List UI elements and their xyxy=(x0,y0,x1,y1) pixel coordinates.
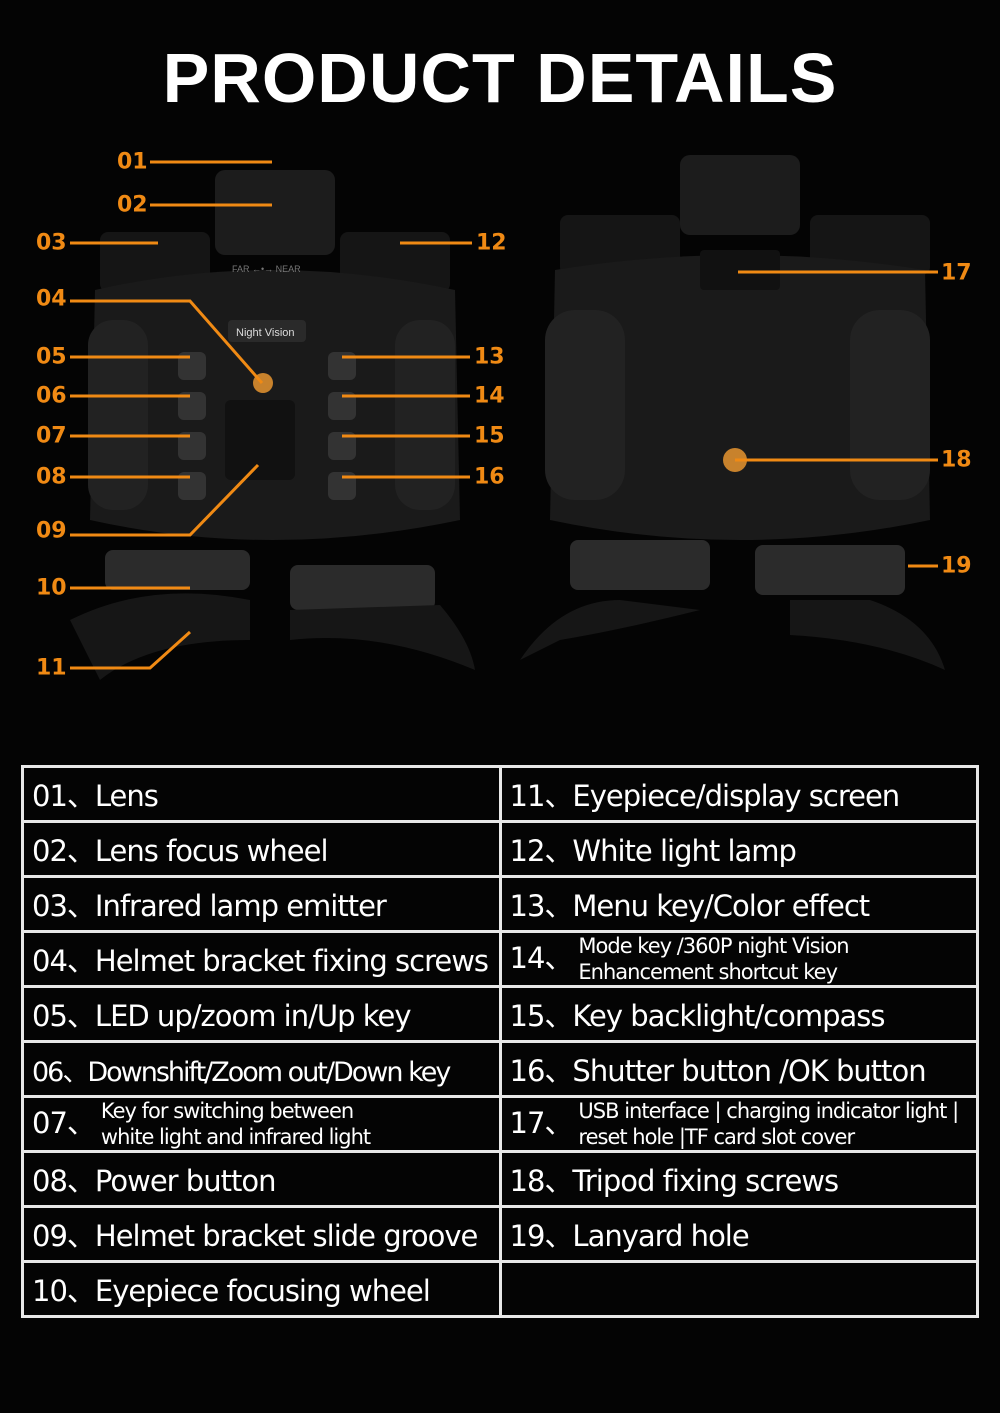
callout-09: 09 xyxy=(36,518,67,544)
callout-lines xyxy=(70,160,938,670)
part-18: 18、Tripod fixing screws xyxy=(498,1150,979,1208)
part-02: 02、Lens focus wheel xyxy=(21,820,502,878)
front-device-image xyxy=(70,170,475,680)
table-row: 05、LED up/zoom in/Up key 15、Key backligh… xyxy=(21,985,979,1043)
table-row: 01、Lens 11、Eyepiece/display screen xyxy=(21,765,979,823)
callout-18: 18 xyxy=(941,447,972,473)
part-03: 03、Infrared lamp emitter xyxy=(21,875,502,933)
callout-07: 07 xyxy=(36,423,67,449)
callout-10: 10 xyxy=(36,575,67,601)
callout-03: 03 xyxy=(36,230,67,256)
part-12: 12、White light lamp xyxy=(498,820,979,878)
callout-14: 14 xyxy=(474,383,505,409)
part-04: 04、Helmet bracket fixing screws xyxy=(21,930,502,988)
callout-15: 15 xyxy=(474,423,505,449)
table-row: 04、Helmet bracket fixing screws 14、Mode … xyxy=(21,930,979,988)
part-06: 06、Downshift/Zoom out/Down key xyxy=(21,1040,502,1098)
part-10: 10、Eyepiece focusing wheel xyxy=(21,1260,502,1318)
part-15: 15、Key backlight/compass xyxy=(498,985,979,1043)
empty-cell xyxy=(498,1260,979,1318)
part-16: 16、Shutter button /OK button xyxy=(498,1040,979,1098)
callout-13: 13 xyxy=(474,344,505,370)
part-09: 09、Helmet bracket slide groove xyxy=(21,1205,502,1263)
callout-17: 17 xyxy=(941,260,972,286)
part-11: 11、Eyepiece/display screen xyxy=(498,765,979,823)
part-08: 08、Power button xyxy=(21,1150,502,1208)
part-05: 05、LED up/zoom in/Up key xyxy=(21,985,502,1043)
table-row: 08、Power button 18、Tripod fixing screws xyxy=(21,1150,979,1208)
part-17: 17、USB interface | charging indicator li… xyxy=(498,1095,979,1153)
table-row: 03、Infrared lamp emitter 13、Menu key/Col… xyxy=(21,875,979,933)
callout-16: 16 xyxy=(474,464,505,490)
part-19: 19、Lanyard hole xyxy=(498,1205,979,1263)
part-01: 01、Lens xyxy=(21,765,502,823)
callout-05: 05 xyxy=(36,344,67,370)
part-13: 13、Menu key/Color effect xyxy=(498,875,979,933)
callout-02: 02 xyxy=(117,192,148,218)
callout-01: 01 xyxy=(117,149,148,175)
parts-table: 01、Lens 11、Eyepiece/display screen 02、Le… xyxy=(21,765,979,1318)
callout-11: 11 xyxy=(36,655,67,681)
page-title: PRODUCT DETAILS xyxy=(162,39,838,117)
back-device-image xyxy=(520,155,945,670)
callout-19: 19 xyxy=(941,553,972,579)
night-vision-label: Night Vision xyxy=(236,327,295,339)
table-row: 09、Helmet bracket slide groove 19、Lanyar… xyxy=(21,1205,979,1263)
callout-04: 04 xyxy=(36,286,67,312)
callout-06: 06 xyxy=(36,383,67,409)
callout-12: 12 xyxy=(476,230,507,256)
table-row: 10、Eyepiece focusing wheel xyxy=(21,1260,979,1318)
table-row: 02、Lens focus wheel 12、White light lamp xyxy=(21,820,979,878)
binocular-illustrations xyxy=(70,155,945,680)
callout-08: 08 xyxy=(36,464,67,490)
table-row: 06、Downshift/Zoom out/Down key 16、Shutte… xyxy=(21,1040,979,1098)
focus-direction-label: FAR ←•→ NEAR xyxy=(232,264,301,274)
